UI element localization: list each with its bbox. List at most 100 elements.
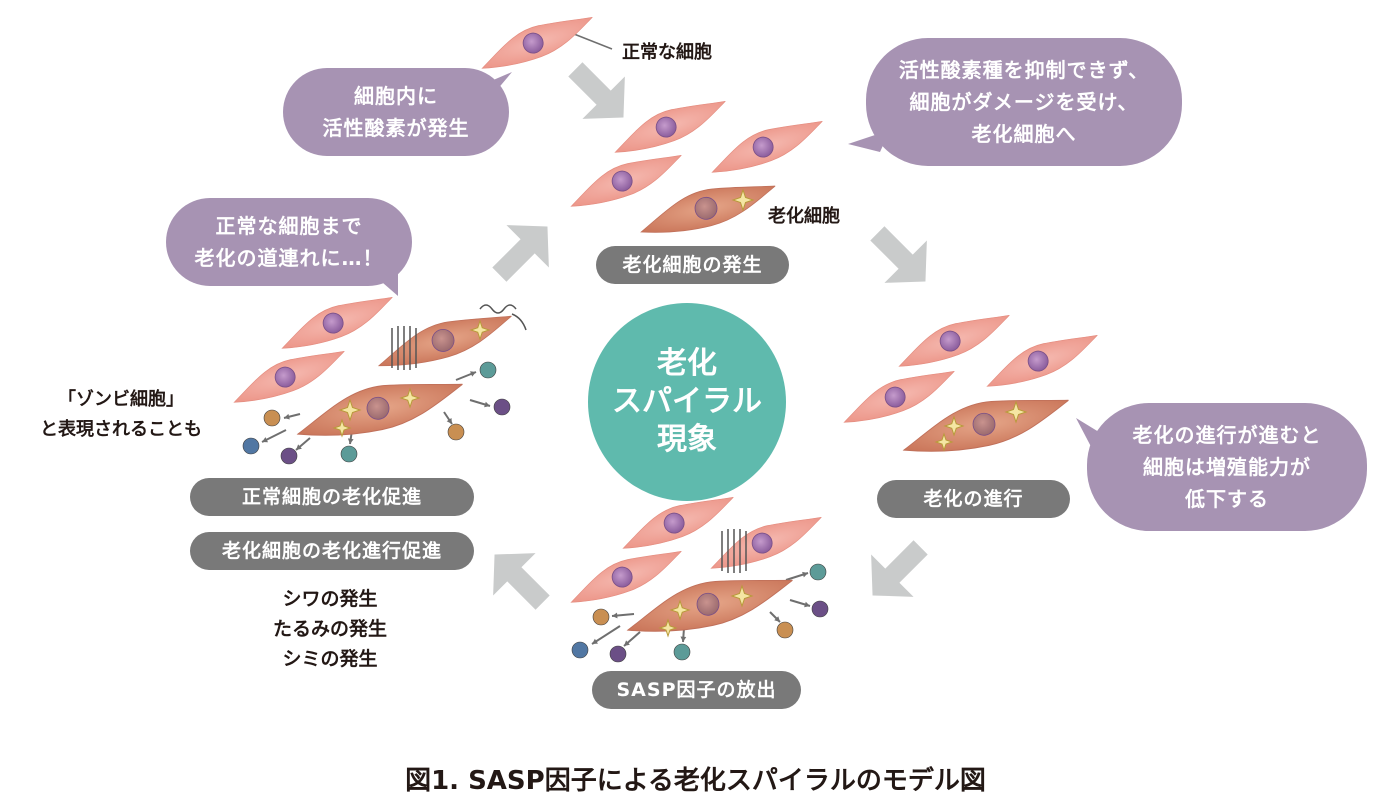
- bubble-drag-line-1: 正常な細胞まで: [215, 214, 363, 238]
- factor-arrow-head: [296, 444, 302, 450]
- factor-arrow: [769, 611, 781, 623]
- normal-cell: [481, 16, 593, 69]
- spiral-arrow-shape: [492, 225, 549, 282]
- sparkle: [669, 599, 691, 621]
- factor-arrow-head: [802, 571, 808, 578]
- factor-arrow-head: [804, 601, 810, 608]
- cell-nucleus: [663, 512, 685, 534]
- figure-caption: 図1. SASP因子による老化スパイラルのモデル図: [405, 766, 986, 796]
- sasp-factors: [242, 361, 829, 663]
- normal-cell: [710, 516, 822, 569]
- spiral-arrow: [870, 226, 927, 283]
- normal-cell: [570, 550, 682, 603]
- factor-arrow: [591, 625, 621, 645]
- factor-arrow: [623, 631, 641, 647]
- center-line-1: 老化: [657, 346, 717, 381]
- cell-nucleus: [696, 592, 720, 616]
- skin-effects-list: シワの発生 たるみの発生 シミの発生: [230, 584, 430, 674]
- cell-nucleus: [694, 196, 718, 220]
- sparkle: [658, 618, 678, 638]
- factor-arrow-head: [446, 418, 452, 424]
- cell-nucleus: [884, 386, 906, 408]
- sasp-factor: [242, 437, 260, 455]
- spiral-arrow-shape: [871, 540, 928, 597]
- cell-nucleus: [322, 312, 344, 334]
- stage-sasp-release: SASP因子の放出: [592, 671, 801, 709]
- spiral-arrow: [493, 553, 550, 610]
- effect-spots: シミの発生: [282, 648, 378, 670]
- spiral-arrow-shape: [568, 62, 625, 119]
- sparkle: [332, 418, 352, 438]
- factor-arrow: [455, 371, 477, 381]
- cell-nucleus: [366, 396, 390, 420]
- factor-arrow: [443, 411, 453, 425]
- sasp-factor: [811, 600, 829, 618]
- factor-arrow: [469, 399, 491, 408]
- factor-arrow-head: [284, 413, 290, 420]
- normal-cell: [281, 296, 393, 349]
- bubble-damage-line-2: 細胞がダメージを受け、: [909, 90, 1139, 114]
- center-aging-spiral: 老化 スパイラル 現象: [588, 303, 786, 501]
- sasp-factor: [340, 445, 358, 463]
- normal-cell: [614, 100, 726, 153]
- cell-nucleus: [752, 136, 774, 158]
- stage-aging-progress: 老化の進行: [877, 480, 1070, 518]
- sparkle: [399, 387, 421, 409]
- senescent-cell: [296, 383, 463, 436]
- sparkle: [943, 415, 965, 437]
- factor-arrow-head: [612, 612, 618, 619]
- factor-arrow-head: [624, 640, 630, 646]
- factor-arrow-head: [774, 616, 780, 622]
- spiral-arrow: [871, 540, 928, 597]
- bubble-drag: 正常な細胞まで 老化の道連れに…！: [166, 198, 412, 286]
- factor-arrow-head: [592, 638, 598, 644]
- bubble-decline-line-2: 細胞は増殖能力が: [1143, 455, 1311, 479]
- stage-promote-senescent: 老化細胞の老化進行促進: [190, 532, 474, 570]
- normal-cell: [711, 120, 823, 173]
- effect-sagging: たるみの発生: [272, 618, 387, 640]
- factor-arrow: [789, 599, 811, 608]
- sasp-factor: [809, 563, 827, 581]
- spiral-arrows: [492, 62, 928, 610]
- factor-arrow: [785, 571, 809, 581]
- sparkle: [469, 319, 491, 341]
- normal-cell: [986, 334, 1098, 387]
- factor-arrow-head: [484, 401, 490, 408]
- cell-nucleus: [751, 532, 773, 554]
- effect-wrinkles: シワの発生: [282, 588, 378, 610]
- sparkle: [338, 398, 362, 422]
- factor-arrow: [261, 429, 287, 443]
- sparkle: [1004, 400, 1028, 424]
- senescence-sparkles: [332, 188, 1028, 638]
- factor-arrow: [611, 612, 635, 619]
- sasp-factor: [571, 641, 589, 659]
- factor-arrow-head: [470, 371, 476, 377]
- normal-cell: [622, 496, 734, 549]
- cell-nucleus: [274, 366, 296, 388]
- sasp-factor: [776, 621, 794, 639]
- cell-nucleus: [1027, 350, 1049, 372]
- spiral-arrow: [492, 225, 549, 282]
- cell-nucleus: [611, 170, 633, 192]
- stage-senescent-occurrence: 老化細胞の発生: [596, 246, 789, 284]
- bubble-damage-line-1: 活性酸素種を抑制できず、: [898, 58, 1150, 82]
- normal-cell-leader-line: [573, 33, 613, 50]
- factor-arrow: [295, 437, 311, 451]
- sparkle: [731, 188, 755, 212]
- label-senescent-cell: 老化細胞: [768, 206, 840, 227]
- center-line-3: 現象: [657, 422, 717, 457]
- bubble-drag-line-2: 老化の道連れに…！: [194, 246, 384, 270]
- cell-nucleus: [431, 329, 455, 352]
- bubble-damage: 活性酸素種を抑制できず、 細胞がダメージを受け、 老化細胞へ: [866, 38, 1182, 166]
- sasp-factor: [280, 447, 298, 465]
- sparkle: [934, 432, 954, 452]
- factor-arrow-head: [262, 437, 268, 443]
- bubble-decline-line-3: 低下する: [1185, 487, 1269, 511]
- bubble-ros-line-1: 細胞内に: [354, 84, 438, 108]
- zombie-line-1: 「ゾンビ細胞」: [58, 389, 184, 410]
- spiral-arrow-shape: [493, 553, 550, 610]
- sasp-factor: [479, 361, 497, 379]
- label-zombie-cell: 「ゾンビ細胞」 と表現されることも: [40, 385, 202, 445]
